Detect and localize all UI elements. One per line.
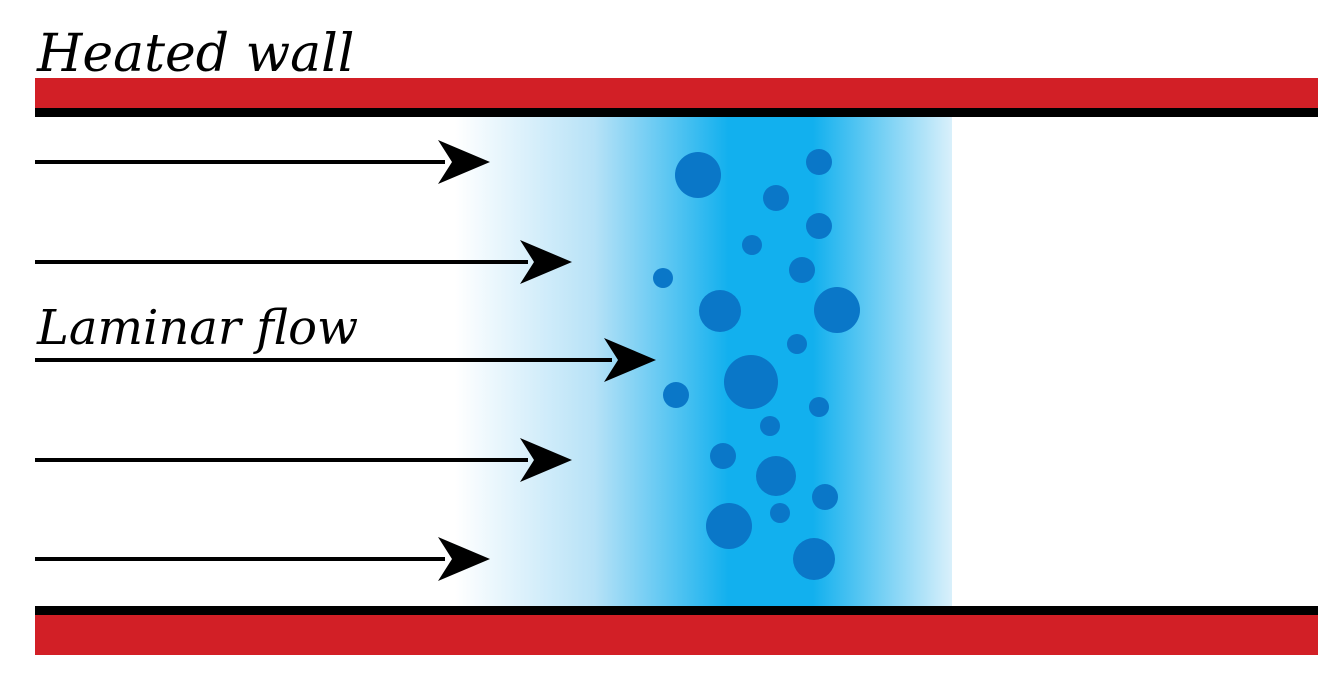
bubble (756, 456, 796, 496)
bubble (789, 257, 815, 283)
bubble (806, 213, 832, 239)
bubble (724, 355, 778, 409)
bubble (706, 503, 752, 549)
bubble (742, 235, 762, 255)
bottom-wall-edge (35, 606, 1318, 615)
bubble (806, 149, 832, 175)
flow-arrow (35, 240, 572, 284)
heated-wall-label: Heated wall (36, 24, 354, 84)
flow-arrows (35, 140, 656, 581)
bubble (760, 416, 780, 436)
laminar-flow-label: Laminar flow (36, 300, 358, 356)
bubble (770, 503, 790, 523)
flow-arrow (35, 438, 572, 482)
bubble (793, 538, 835, 580)
top-wall-edge (35, 108, 1318, 117)
vapor-bubbles (653, 149, 860, 580)
bubble (675, 152, 721, 198)
bubble (653, 268, 673, 288)
bubble (814, 287, 860, 333)
flow-arrow (35, 140, 490, 184)
bubble (812, 484, 838, 510)
bottom-heated-wall (35, 615, 1318, 655)
flow-arrow (35, 537, 490, 581)
bubble (699, 290, 741, 332)
bubble (787, 334, 807, 354)
flow-arrow (35, 338, 656, 382)
bubble (763, 185, 789, 211)
bubble (663, 382, 689, 408)
bubble (809, 397, 829, 417)
bubble (710, 443, 736, 469)
top-heated-wall (35, 78, 1318, 108)
